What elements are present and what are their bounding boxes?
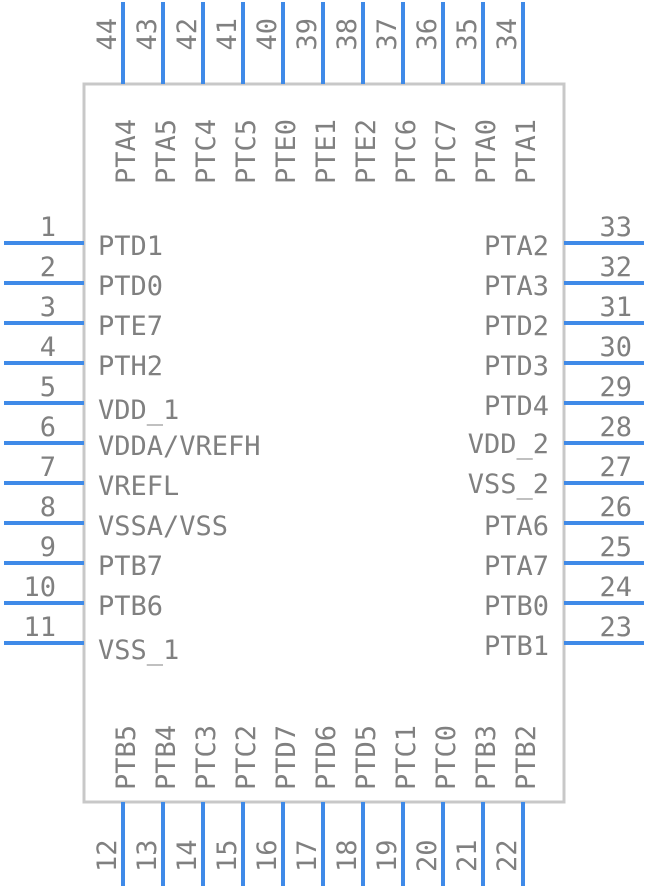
pin-25-label: PTA7 (484, 551, 549, 582)
pin-36-number: 36 (412, 18, 443, 51)
pin-36-label: PTC7 (431, 119, 462, 184)
pin-20-number: 20 (412, 839, 443, 872)
pin-21-label: PTB3 (471, 725, 502, 790)
pin-31-number: 31 (599, 292, 632, 323)
pin-16-number: 16 (252, 839, 283, 872)
pin-7-label: VREFL (98, 471, 179, 502)
pin-10-label: PTB6 (98, 591, 163, 622)
pin-4-label: PTH2 (98, 351, 163, 382)
pin-8-number: 8 (40, 492, 56, 523)
pin-9-label: PTB7 (98, 551, 163, 582)
pin-3-label: PTE7 (98, 311, 163, 342)
pin-33-number: 33 (599, 212, 632, 243)
pin-11-number: 11 (23, 612, 56, 643)
pin-29-number: 29 (599, 372, 632, 403)
pin-1-label: PTD1 (98, 231, 163, 262)
pin-25-number: 25 (599, 532, 632, 563)
pin-34-label: PTA1 (511, 119, 542, 184)
pin-27-number: 27 (599, 452, 632, 483)
pin-43-number: 43 (132, 18, 163, 51)
pin-44-number: 44 (92, 18, 123, 51)
pin-40-label: PTE0 (271, 119, 302, 184)
pin-28-number: 28 (599, 412, 632, 443)
pin-28-label: VDD_2 (468, 429, 549, 460)
pin-27-label: VSS_2 (468, 469, 549, 500)
pin-31-label: PTD2 (484, 311, 549, 342)
pin-41-number: 41 (212, 18, 243, 51)
pin-38-label: PTE2 (351, 119, 382, 184)
pin-40-number: 40 (252, 18, 283, 51)
pin-11-label: VSS_1 (98, 635, 179, 666)
pin-24-number: 24 (599, 572, 632, 603)
pin-18-number: 18 (332, 839, 363, 872)
pin-5-number: 5 (40, 372, 56, 403)
pin-20-label: PTC0 (431, 725, 462, 790)
pin-35-number: 35 (452, 18, 483, 51)
pin-35-label: PTA0 (471, 119, 502, 184)
pin-8-label: VSSA/VSS (98, 511, 228, 542)
pin-7-number: 7 (40, 452, 56, 483)
pin-30-label: PTD3 (484, 351, 549, 382)
pin-16-label: PTD7 (271, 725, 302, 790)
pin-13-label: PTB4 (151, 725, 182, 790)
pin-24-label: PTB0 (484, 591, 549, 622)
pin-15-number: 15 (212, 839, 243, 872)
pin-22-number: 22 (492, 839, 523, 872)
pin-42-number: 42 (172, 18, 203, 51)
pin-2-number: 2 (40, 252, 56, 283)
pin-19-number: 19 (372, 839, 403, 872)
pin-3-number: 3 (40, 292, 56, 323)
pin-13-number: 13 (132, 839, 163, 872)
pin-14-label: PTC3 (191, 725, 222, 790)
pin-2-label: PTD0 (98, 271, 163, 302)
pin-22-label: PTB2 (511, 725, 542, 790)
pin-6-number: 6 (40, 412, 56, 443)
pin-26-label: PTA6 (484, 511, 549, 542)
pin-12-number: 12 (92, 839, 123, 872)
pin-37-label: PTC6 (391, 119, 422, 184)
pin-41-label: PTC5 (231, 119, 262, 184)
pin-18-label: PTD5 (351, 725, 382, 790)
pin-26-number: 26 (599, 492, 632, 523)
pin-23-label: PTB1 (484, 631, 549, 662)
pin-42-label: PTC4 (191, 119, 222, 184)
pin-14-number: 14 (172, 839, 203, 872)
pin-9-number: 9 (40, 532, 56, 563)
pin-4-number: 4 (40, 332, 56, 363)
pin-12-label: PTB5 (111, 725, 142, 790)
pin-37-number: 37 (372, 18, 403, 51)
pin-17-label: PTD6 (311, 725, 342, 790)
pin-32-number: 32 (599, 252, 632, 283)
pin-15-label: PTC2 (231, 725, 262, 790)
pin-43-label: PTA5 (151, 119, 182, 184)
pin-32-label: PTA3 (484, 271, 549, 302)
pin-6-label: VDDA/VREFH (98, 431, 261, 462)
pin-23-number: 23 (599, 612, 632, 643)
pin-39-label: PTE1 (311, 119, 342, 184)
pin-1-number: 1 (40, 212, 56, 243)
pin-19-label: PTC1 (391, 725, 422, 790)
pin-39-number: 39 (292, 18, 323, 51)
pin-38-number: 38 (332, 18, 363, 51)
pin-44-label: PTA4 (111, 119, 142, 184)
pin-5-label: VDD_1 (98, 395, 179, 426)
pin-34-number: 34 (492, 18, 523, 51)
pin-33-label: PTA2 (484, 231, 549, 262)
pin-10-number: 10 (23, 572, 56, 603)
pin-30-number: 30 (599, 332, 632, 363)
pin-21-number: 21 (452, 839, 483, 872)
pin-17-number: 17 (292, 839, 323, 872)
pin-29-label: PTD4 (484, 391, 549, 422)
ic-body-outline (82, 82, 566, 804)
